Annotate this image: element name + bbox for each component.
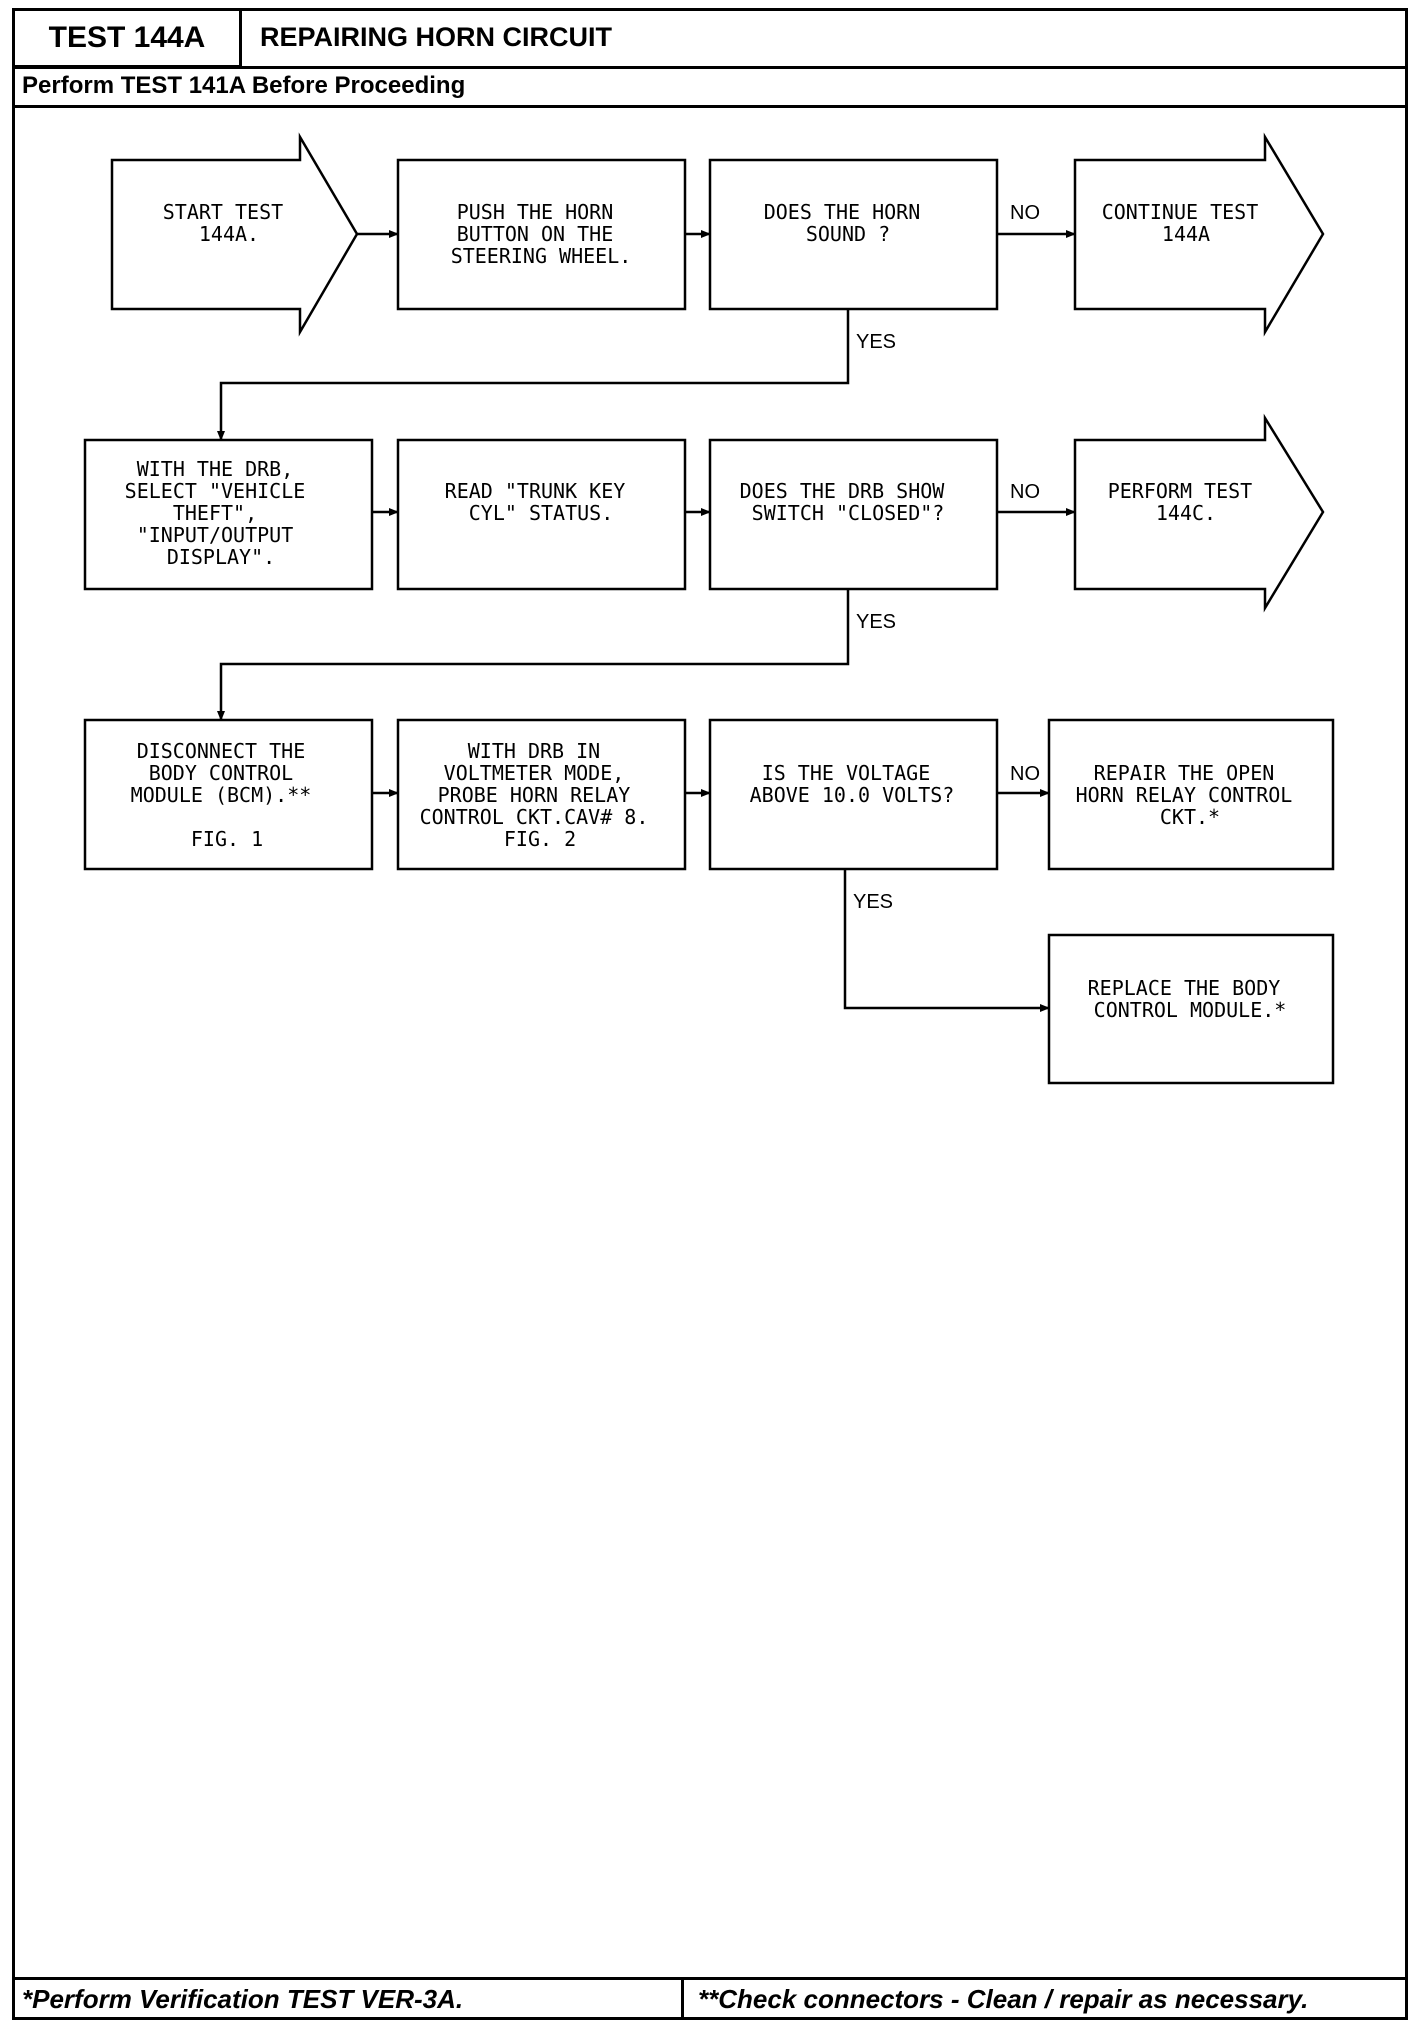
footer-verification-note: *Perform Verification TEST VER-3A.: [22, 1984, 464, 2014]
disconnect-bcm-text: DISCONNECT THE BODY CONTROL MODULE (BCM)…: [131, 739, 324, 851]
drb-switch-question-text: DOES THE DRB SHOW SWITCH "CLOSED"?: [740, 479, 957, 525]
row1-no-label: NO: [1010, 202, 1040, 224]
page-frame: [12, 8, 1408, 2020]
page-title: REPAIRING HORN CIRCUIT: [260, 22, 613, 52]
continue-test-arrow-shape: [1073, 132, 1325, 337]
row3-no-label: NO: [1010, 763, 1040, 785]
perform-test-144c-arrow-shape: [1073, 413, 1325, 613]
repair-open-circuit-text: REPAIR THE OPEN HORN RELAY CONTROL CKT.*: [1076, 761, 1305, 829]
start-test-text: START TEST 144A.: [163, 200, 295, 246]
row2-no-label: NO: [1010, 481, 1040, 503]
footer-column-divider: [681, 1977, 684, 2020]
probe-horn-relay-text: WITH DRB IN VOLTMETER MODE, PROBE HORN R…: [420, 739, 661, 851]
start-arrow-shape: [110, 132, 359, 337]
row2-yes-label: YES: [856, 611, 896, 633]
footer-connector-note: **Check connectors - Clean / repair as n…: [698, 1984, 1309, 2014]
header-divider: [12, 66, 1408, 69]
row3-yes-label: YES: [853, 891, 893, 913]
replace-bcm-text: REPLACE THE BODY CONTROL MODULE.*: [1088, 976, 1293, 1022]
footer-divider: [12, 1977, 1408, 1980]
read-trunk-key-text: READ "TRUNK KEY CYL" STATUS.: [445, 479, 638, 525]
disconnect-bcm-box: [83, 718, 374, 871]
voltage-question-text: IS THE VOLTAGE ABOVE 10.0 VOLTS?: [750, 761, 955, 807]
select-vehicle-theft-text: WITH THE DRB, SELECT "VEHICLE THEFT", "I…: [125, 457, 318, 569]
horn-sound-question-text: DOES THE HORN SOUND ?: [764, 200, 933, 246]
push-horn-text: PUSH THE HORN BUTTON ON THE STEERING WHE…: [451, 200, 632, 268]
perform-test-144c-text: PERFORM TEST 144C.: [1108, 479, 1265, 525]
prerequisite-note: Perform TEST 141A Before Proceeding: [22, 72, 466, 99]
continue-test-text: CONTINUE TEST 144A: [1102, 200, 1271, 246]
select-vehicle-theft-box: [83, 438, 374, 591]
prerequisite-divider: [12, 105, 1408, 108]
row1-yes-label: YES: [856, 331, 896, 353]
